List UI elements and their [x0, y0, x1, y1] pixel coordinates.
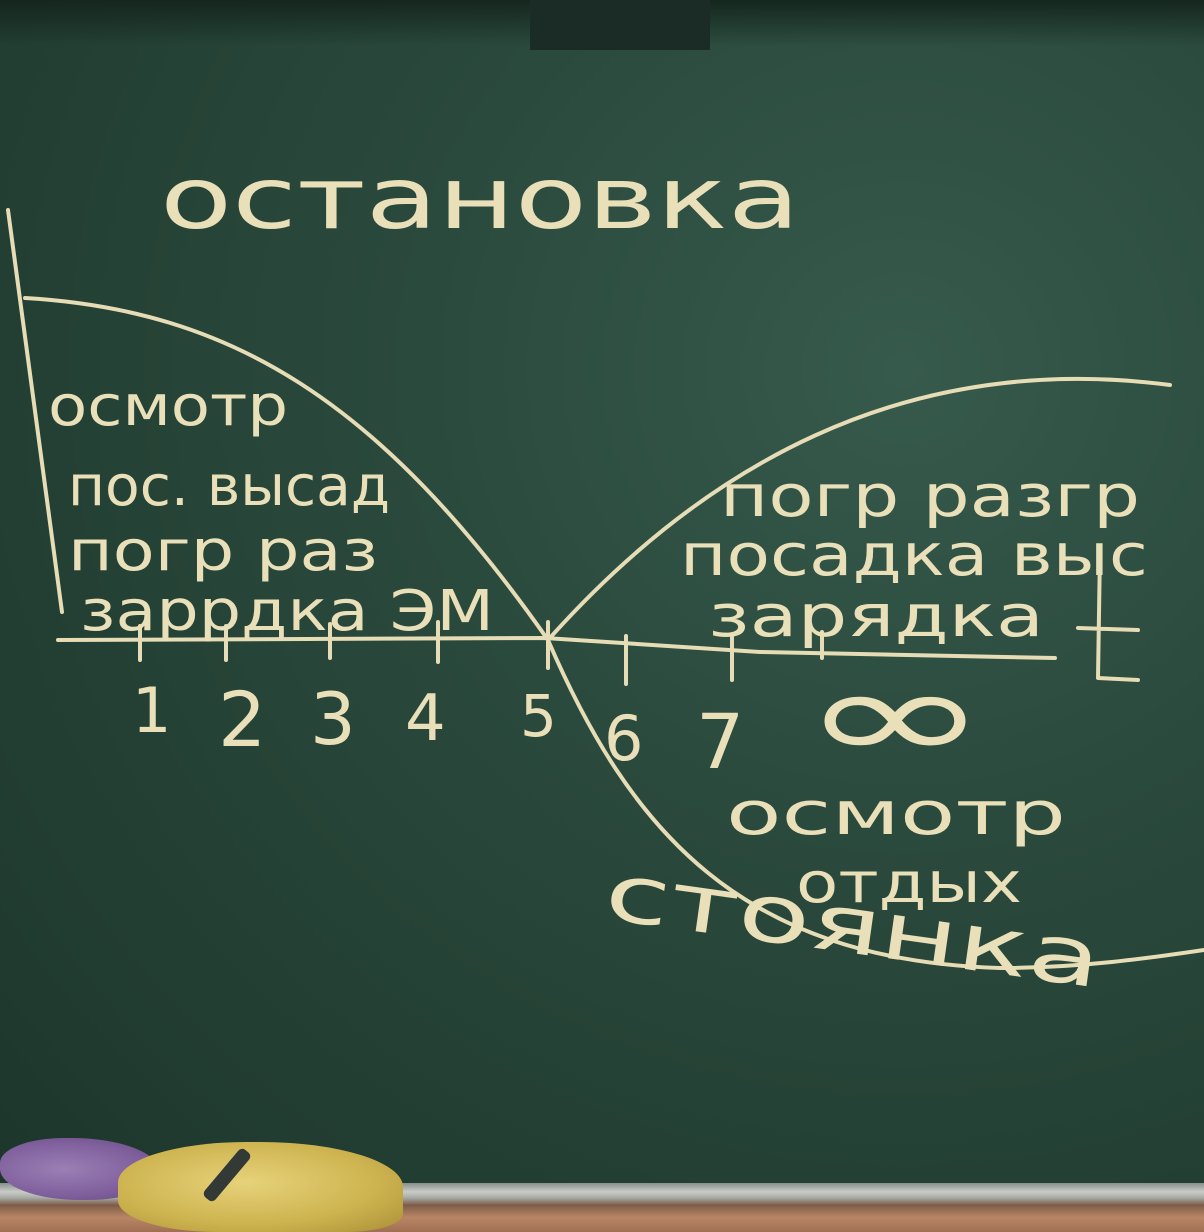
axis-number-2: 2 — [218, 675, 266, 764]
axis-ticks — [138, 620, 824, 686]
parking-curve — [546, 638, 1204, 970]
axis-infinity: ∞ — [800, 639, 990, 791]
vertical-axis-line — [6, 208, 64, 614]
stop-curve — [23, 296, 550, 642]
rising-curve — [546, 376, 1172, 642]
left-line-4: заррдка ЭМ — [80, 579, 494, 644]
right-line-1: погр разгр — [720, 462, 1140, 530]
left-line-1: осмотр — [48, 374, 288, 439]
axis-number-5: 5 — [520, 682, 557, 750]
axis-number-6: 6 — [604, 702, 643, 775]
axis-number-3: 3 — [310, 677, 356, 761]
board-top-strip — [530, 0, 710, 50]
axis-end-mark — [1076, 548, 1140, 682]
time-axis-line — [56, 636, 1057, 660]
axis-number-7: 7 — [696, 697, 744, 786]
left-line-3: погр раз — [68, 519, 378, 584]
axis-number-1: 1 — [132, 674, 171, 747]
title-top: остановка — [160, 149, 800, 249]
left-line-2: пос. высад — [68, 454, 390, 519]
right-line-2: посадка выс — [680, 521, 1148, 589]
bottom-right-line-2: отдых — [796, 851, 1022, 916]
yellow-cloth — [118, 1142, 403, 1232]
right-line-3: зарядка — [708, 582, 1044, 650]
bottom-right-line-1: осмотр — [726, 779, 1066, 849]
axis-number-4: 4 — [405, 682, 446, 756]
